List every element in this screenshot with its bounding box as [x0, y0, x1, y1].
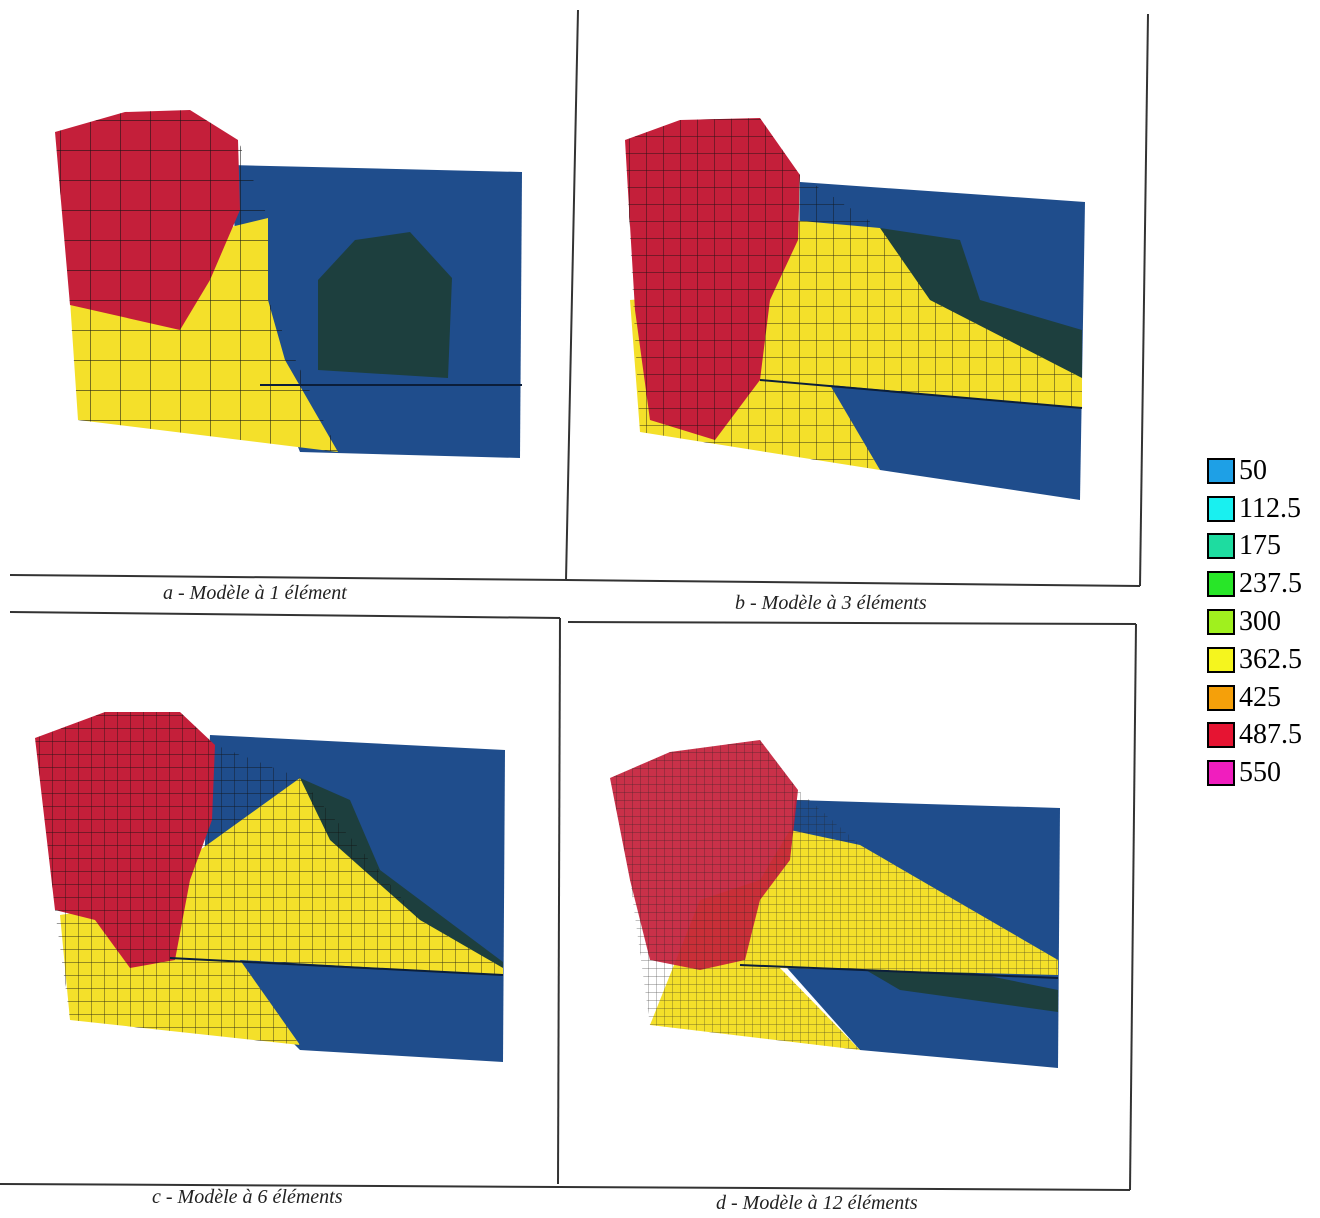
panel-c-model — [35, 712, 505, 1062]
panel-b-mesh — [625, 118, 1082, 470]
legend-swatch — [1207, 571, 1235, 598]
caption-d: d - Modèle à 12 éléments — [716, 1192, 918, 1214]
legend-label: 300 — [1239, 606, 1281, 638]
caption-a: a - Modèle à 1 élément — [163, 582, 347, 604]
legend-label: 550 — [1239, 757, 1281, 789]
legend-label: 112.5 — [1239, 492, 1301, 524]
panel-a-dark-zone — [318, 232, 452, 378]
caption-c: c - Modèle à 6 éléments — [152, 1186, 343, 1208]
legend-swatch — [1207, 495, 1235, 522]
legend-item: 237.5 — [1207, 565, 1302, 603]
legend-swatch — [1207, 722, 1235, 749]
color-legend: 50 112.5 175 237.5 300 362.5 425 487.5 550 — [1207, 452, 1302, 792]
legend-label: 50 — [1239, 454, 1267, 486]
legend-label: 425 — [1239, 681, 1281, 713]
legend-item: 425 — [1207, 679, 1302, 717]
legend-item: 112.5 — [1207, 490, 1302, 528]
legend-item: 50 — [1207, 452, 1302, 490]
panel-c-dark-band — [300, 778, 503, 975]
legend-item: 175 — [1207, 528, 1302, 566]
caption-b: b - Modèle à 3 éléments — [735, 592, 927, 614]
legend-label: 237.5 — [1239, 568, 1302, 600]
legend-swatch — [1207, 646, 1235, 673]
legend-label: 487.5 — [1239, 719, 1302, 751]
panel-a-mesh — [55, 110, 338, 452]
legend-swatch — [1207, 684, 1235, 711]
legend-swatch — [1207, 609, 1235, 636]
legend-item: 550 — [1207, 754, 1302, 792]
panel-c-mesh — [35, 712, 503, 1045]
panel-d-mesh — [610, 740, 1058, 1050]
legend-label: 362.5 — [1239, 643, 1302, 675]
legend-swatch — [1207, 760, 1235, 787]
legend-item: 362.5 — [1207, 641, 1302, 679]
legend-item: 300 — [1207, 603, 1302, 641]
legend-swatch — [1207, 533, 1235, 560]
panel-d-model — [610, 740, 1060, 1068]
panel-a-model — [55, 110, 522, 458]
legend-swatch — [1207, 457, 1235, 484]
panel-b-model — [625, 118, 1085, 500]
legend-item: 487.5 — [1207, 717, 1302, 755]
legend-label: 175 — [1239, 530, 1281, 562]
panel-frames — [0, 9, 1149, 1191]
